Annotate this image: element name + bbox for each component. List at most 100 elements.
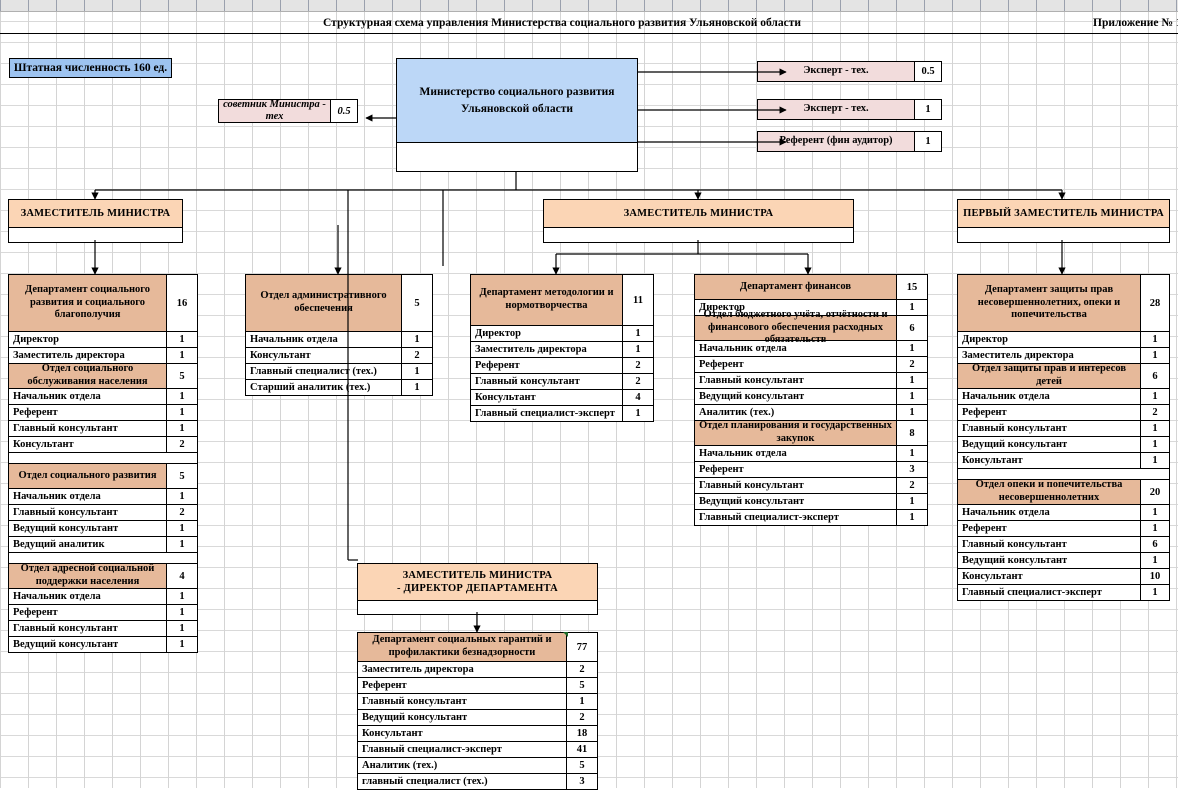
position-label: Начальник отдела <box>699 343 787 354</box>
dept-position-row: Ведущий консультант 1 <box>9 637 197 652</box>
position-count <box>167 453 197 463</box>
dept-subsection-row: Отдел планирования и государственных зак… <box>695 420 927 446</box>
position-label: Референт <box>475 360 520 371</box>
position-count: 1 <box>166 637 197 652</box>
position-label: Главный специалист (тех.) <box>250 366 377 377</box>
position-label: Директор <box>962 334 1008 345</box>
position-count <box>1141 469 1169 479</box>
dept-title: Отдел административного обеспечения <box>246 275 401 331</box>
position-label: Главный консультант <box>475 376 580 387</box>
ministry-box-footer <box>396 143 638 172</box>
dept-total-count: 28 <box>1140 275 1169 331</box>
position-label <box>9 453 167 463</box>
position-label: Ведущий консультант <box>962 439 1068 450</box>
comment-marker-icon <box>563 632 568 637</box>
position-label: главный специалист (тех.) <box>362 776 488 787</box>
dept-total-count: 16 <box>166 275 197 331</box>
position-label: Ведущий консультант <box>13 639 119 650</box>
position-count: 1 <box>1140 521 1169 536</box>
dept-total-count: 11 <box>622 275 653 325</box>
position-label: Заместитель директора <box>13 350 125 361</box>
subsection-count: 4 <box>166 564 197 588</box>
position-label: Ведущий консультант <box>699 391 805 402</box>
position-label: Начальник отдела <box>699 448 787 459</box>
spreadsheet-column-headers <box>0 0 1178 12</box>
first-deputy-minister: ПЕРВЫЙ ЗАМЕСТИТЕЛЬ МИНИСТРА <box>957 199 1170 243</box>
first-deputy-minister-label: ПЕРВЫЙ ЗАМЕСТИТЕЛЬ МИНИСТРА <box>958 200 1169 228</box>
position-label <box>958 469 1141 479</box>
dept-total-count: 77 <box>566 633 597 661</box>
position-label: Начальник отдела <box>962 507 1050 518</box>
expert-1-count: 0.5 <box>914 62 941 81</box>
position-count: 1 <box>166 389 197 404</box>
position-count: 5 <box>566 758 597 773</box>
position-label: Ведущий консультант <box>699 496 805 507</box>
position-label <box>9 553 167 563</box>
position-count: 2 <box>622 374 653 389</box>
dept-title: Департамент социальных гарантий и профил… <box>358 633 566 661</box>
position-count: 1 <box>166 521 197 536</box>
dept-position-row: главный специалист (тех.)3 <box>358 774 597 789</box>
subsection-label: Отдел социального развития <box>9 464 166 488</box>
dept-position-row: Аналитик (тех.)5 <box>358 758 597 774</box>
dept-table: Департамент социальных гарантий и профил… <box>357 632 598 790</box>
position-count: 1 <box>896 494 927 509</box>
subsection-count: 6 <box>896 316 927 340</box>
position-count: 2 <box>566 662 597 677</box>
dept-spacer-row <box>958 469 1169 480</box>
dept-position-row: Консультант 2 <box>246 348 432 364</box>
position-count: 1 <box>896 446 927 461</box>
dept-subsection-row: Отдел опеки и попечительства несовершенн… <box>958 479 1169 505</box>
expert-1-label: Эксперт - тех. <box>803 65 869 77</box>
subsection-count: 6 <box>1140 364 1169 388</box>
dept-spacer-row <box>9 453 197 464</box>
subsection-label: Отдел социального обслуживания населения <box>9 363 166 388</box>
dept-position-row: Главный консультант 2 <box>471 374 653 390</box>
position-count: 2 <box>166 437 197 452</box>
position-label: Начальник отдела <box>13 491 101 502</box>
dept-header-row: Департамент защиты прав несовершеннолетн… <box>958 275 1169 332</box>
dept-subsection-row: Отдел бюджетного учёта, отчётности и фин… <box>695 309 927 345</box>
position-count: 2 <box>566 710 597 725</box>
position-label: Директор <box>475 328 521 339</box>
position-label: Референт <box>962 523 1007 534</box>
position-label: Заместитель директора <box>962 350 1074 361</box>
position-count: 3 <box>896 462 927 477</box>
position-label: Консультант <box>13 439 74 450</box>
deputy-minister-left: ЗАМЕСТИТЕЛЬ МИНИСТРА <box>8 199 183 243</box>
subsection-count: 5 <box>166 464 197 488</box>
position-count: 2 <box>401 348 432 363</box>
position-label: Консультант <box>475 392 536 403</box>
position-count: 2 <box>896 357 927 372</box>
position-label: Директор <box>13 334 59 345</box>
position-label: Начальник отдела <box>13 591 101 602</box>
expert-3-count: 1 <box>914 132 941 151</box>
position-label: Старший аналитик (тех.) <box>250 382 371 393</box>
position-count: 2 <box>622 358 653 373</box>
position-count: 1 <box>166 489 197 504</box>
staff-count-box: Штатная численность 160 ед. <box>9 58 172 78</box>
expert-2-label: Эксперт - тех. <box>803 103 869 115</box>
subsection-count: 5 <box>166 364 197 388</box>
position-label: Главный специалист-эксперт <box>699 512 839 523</box>
position-count: 1 <box>1140 553 1169 568</box>
dept-table: Департамент защиты прав несовершеннолетн… <box>957 274 1170 601</box>
position-label: Консультант <box>250 350 311 361</box>
dept-header-row: Департамент социального развития и социа… <box>9 275 197 332</box>
deputy-minister-center-label: ЗАМЕСТИТЕЛЬ МИНИСТРА <box>544 200 853 228</box>
position-label: Директор <box>699 302 745 313</box>
